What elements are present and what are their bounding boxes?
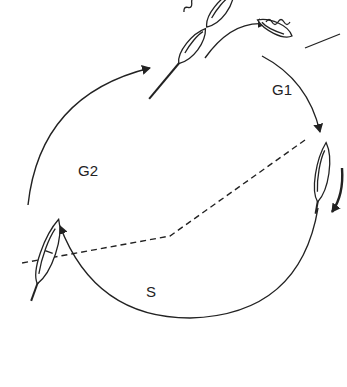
flagellum [266,20,290,25]
cycle-arrow [60,208,318,318]
stalked-cell [309,142,334,215]
phase-divider [22,140,305,263]
cycle-arrow [262,56,320,132]
phase-label: G2 [78,163,98,178]
stalked-cell [24,217,67,303]
phase-label: S [146,284,156,299]
flagellum [182,0,200,13]
swarmer-cell [256,14,295,42]
cycle-arrow [332,168,342,212]
cycle-arrow [28,68,150,205]
dividing-cell [142,0,241,103]
pili [305,34,340,48]
cycle-arrow [205,24,266,58]
phase-label: G1 [272,82,292,97]
